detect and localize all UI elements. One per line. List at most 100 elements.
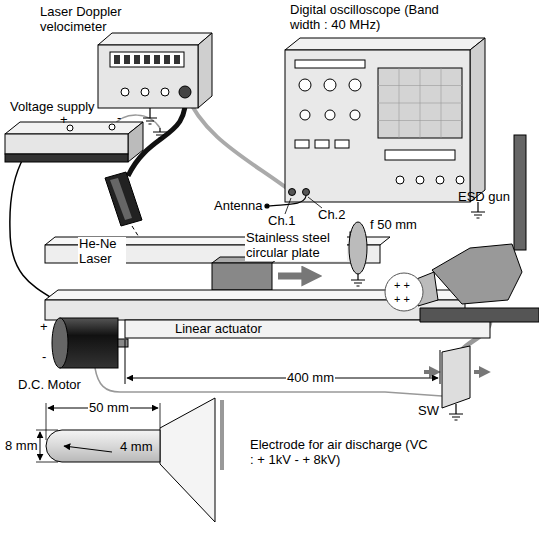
ldv-box [114, 55, 120, 64]
oscilloscope [349, 79, 361, 91]
ground-symbol [471, 202, 485, 218]
part-label: Linear actuator [175, 322, 262, 337]
esd-gun [420, 308, 539, 322]
part-label: Electrode for air discharge (VC : + 1kV … [250, 438, 428, 468]
instrument-label: Laser Doppler velocimeter [40, 5, 135, 35]
ldv-box [134, 55, 140, 64]
oscilloscope [295, 140, 309, 148]
oscilloscope [385, 150, 455, 160]
ldv-box [154, 55, 160, 64]
charge-sign: + + [394, 279, 410, 292]
carriage [212, 257, 314, 290]
laser-head [110, 178, 132, 220]
leader-line [308, 197, 322, 208]
oscilloscope [416, 176, 424, 184]
instrument-label: Voltage supply [10, 100, 95, 115]
dc-motor [52, 318, 68, 368]
ldv-box [141, 88, 149, 96]
dimension-label: 50 mm [88, 401, 130, 416]
laser-head [105, 172, 142, 226]
dimension-line [125, 340, 440, 384]
ldv-box [179, 86, 191, 98]
part-label: SW [418, 404, 439, 419]
ldv-box [98, 45, 198, 108]
carriage [212, 263, 272, 290]
voltage-supply [5, 122, 143, 134]
carriage [278, 273, 314, 280]
voltage-supply [67, 125, 73, 131]
esd-gun [432, 244, 522, 304]
ldv-scope-cable [185, 92, 292, 192]
dimension-label: 8 mm [5, 439, 38, 454]
dc-motor [52, 318, 128, 368]
charge-sign: + + [394, 293, 410, 306]
voltage-supply [5, 154, 128, 162]
electrode-inset [64, 446, 112, 452]
ground-symbol [351, 274, 365, 286]
voltage-supply [5, 134, 128, 154]
polarity-sign: + [40, 320, 48, 335]
dc-motor [60, 318, 118, 368]
esd-gun [385, 273, 423, 311]
electrode-inset [220, 400, 224, 470]
ground-symbol [449, 404, 463, 420]
part-label: D.C. Motor [18, 378, 81, 393]
oscilloscope [436, 176, 444, 184]
oscilloscope [396, 176, 404, 184]
oscilloscope [295, 60, 365, 68]
switch [424, 370, 436, 374]
oscilloscope [300, 110, 310, 120]
oscilloscope [285, 38, 485, 202]
linear-actuator [125, 320, 490, 338]
circular-plate [349, 222, 367, 274]
ldv-box [110, 52, 184, 67]
ldv-box [98, 33, 212, 45]
oscilloscope [285, 38, 485, 50]
channel-label: Ch.2 [318, 208, 345, 223]
antenna-wire [265, 204, 269, 208]
ldv-box [174, 55, 180, 64]
ldv-box [124, 55, 130, 64]
channel-label: Ch.1 [268, 214, 295, 229]
dimension-line [125, 340, 440, 384]
electrode-inset [160, 398, 215, 522]
oscilloscope [285, 50, 470, 202]
oscilloscope [303, 189, 310, 196]
esd-gun [514, 135, 526, 250]
electrode-inset [46, 430, 160, 462]
oscilloscope [335, 140, 349, 148]
ldv-box [161, 88, 169, 96]
oscilloscope [324, 79, 336, 91]
voltage-supply [5, 122, 143, 162]
ldv-box [164, 55, 170, 64]
polarity-sign: + [60, 113, 68, 128]
oscilloscope [470, 38, 485, 202]
instrument-label: ESD gun [458, 190, 510, 205]
voltage-supply [128, 122, 143, 162]
oscilloscope [325, 110, 335, 120]
electrode-inset [40, 432, 41, 460]
dimension-label: 400 mm [286, 371, 335, 386]
switch [474, 370, 486, 374]
voltage-supply [109, 124, 115, 130]
part-label: Stainless steel circular plate [245, 231, 347, 261]
ground-symbol [153, 128, 167, 138]
dimension-label: f 50 mm [370, 218, 417, 233]
ground-symbol [143, 108, 157, 124]
oscilloscope [456, 176, 464, 184]
oscilloscope [299, 79, 311, 91]
leader-line [285, 198, 291, 214]
part-label: He-Ne Laser [78, 237, 126, 267]
ldv-scope-cable [185, 92, 292, 192]
ldv-box [198, 33, 212, 108]
oscilloscope [378, 68, 462, 138]
part-label: Antenna [214, 199, 262, 214]
instrument-label: Digital oscilloscope (Band width : 40 MH… [290, 3, 445, 33]
ldv-box [121, 88, 129, 96]
electrode-inset [36, 430, 58, 462]
oscilloscope [289, 189, 296, 196]
ldv-box [144, 55, 150, 64]
antenna-wire [268, 196, 306, 206]
leader-line [285, 197, 322, 214]
oscilloscope [315, 140, 329, 148]
